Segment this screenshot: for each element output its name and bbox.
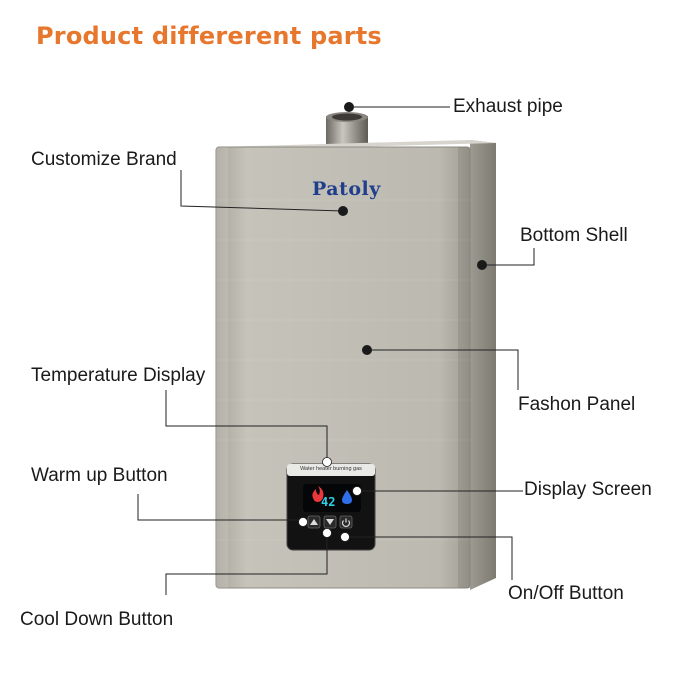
label-bottom-shell: Bottom Shell bbox=[520, 225, 628, 246]
brand-logo-text: Patoly bbox=[312, 178, 381, 200]
power-icon bbox=[341, 518, 351, 527]
temperature-readout: 42 bbox=[321, 495, 336, 509]
label-fashon-panel: Fashon Panel bbox=[518, 394, 636, 415]
on-off-button[interactable] bbox=[339, 515, 353, 529]
page-title: Product differerent parts bbox=[36, 22, 382, 50]
down-triangle-icon bbox=[326, 519, 334, 525]
label-temperature-display: Temperature Display bbox=[31, 365, 206, 386]
callout-lines bbox=[137, 106, 535, 595]
control-panel-caption: Water heater burning gas bbox=[300, 466, 362, 472]
exhaust-pipe bbox=[326, 112, 368, 146]
label-warm-up-button: Warm up Button bbox=[31, 465, 168, 486]
flame-icon bbox=[312, 486, 324, 502]
warm-up-button[interactable] bbox=[307, 515, 321, 529]
label-cool-down-button: Cool Down Button bbox=[20, 609, 174, 630]
label-on-off-button: On/Off Button bbox=[508, 583, 624, 604]
cool-down-button[interactable] bbox=[323, 515, 337, 529]
water-drop-icon bbox=[342, 490, 352, 504]
callout-dots bbox=[298, 102, 487, 542]
label-exhaust-pipe: Exhaust pipe bbox=[453, 96, 563, 117]
label-customize-brand: Customize Brand bbox=[31, 149, 177, 170]
front-panel bbox=[215, 146, 471, 589]
label-display-screen: Display Screen bbox=[524, 479, 652, 500]
up-triangle-icon bbox=[310, 519, 318, 525]
bottom-shell bbox=[470, 140, 496, 590]
